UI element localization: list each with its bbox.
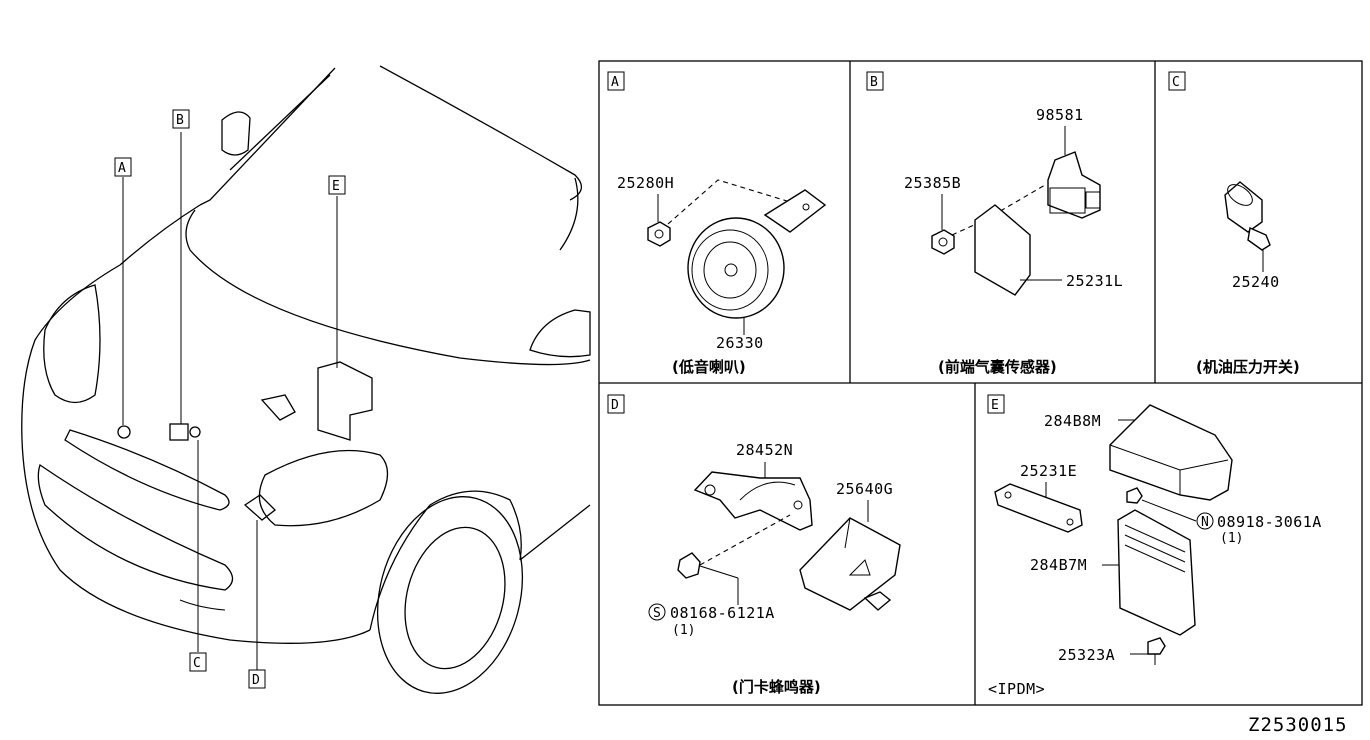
callout-b: B — [176, 113, 184, 128]
part-26330: 26330 — [716, 334, 764, 352]
switch-25240-shape — [1224, 181, 1263, 233]
mirror — [221, 111, 251, 156]
panel-c-letter: C — [1172, 75, 1180, 90]
front-wheel-outer — [376, 496, 524, 694]
nut-qty: (1) — [1220, 531, 1243, 546]
body-front-outline — [21, 264, 371, 644]
bolt-qty: (1) — [672, 623, 695, 638]
bracket-in-car — [260, 394, 296, 421]
ipdm-284b7m-shape — [1117, 509, 1196, 636]
sensor-98581-shape — [1047, 151, 1101, 219]
panel-b: B 98581 25385B 25231L (前端气囊传感器) — [866, 71, 1123, 376]
panel-grid — [598, 60, 1363, 706]
symbol-s: S — [653, 606, 661, 621]
panel-a-letter: A — [611, 75, 619, 90]
panel-b-caption: (前端气囊传感器) — [938, 358, 1057, 376]
part-25280h: 25280H — [617, 174, 674, 192]
panel-e: E 284B8M 25231E N 08918-3061A (1) 284B7M… — [987, 394, 1322, 698]
front-wheel-inner — [404, 526, 506, 670]
right-headlight — [258, 449, 389, 527]
panel-a-caption: (低音喇叭) — [672, 358, 746, 376]
wheel-arch — [369, 490, 522, 631]
bracket-25231l-shape — [974, 204, 1031, 296]
nut-25280h-shape — [647, 221, 671, 247]
part-25385b: 25385B — [904, 174, 961, 192]
bracket-28452n-shape — [693, 471, 813, 531]
horn-in-car — [117, 425, 131, 439]
ipdm-in-car — [317, 361, 373, 441]
panel-c: C 25240 (机油压力开关) — [1168, 71, 1300, 376]
part-25231l: 25231L — [1066, 272, 1123, 290]
bolt-08168-shape — [677, 552, 701, 579]
callout-e: E — [332, 179, 340, 194]
part-25323a: 25323A — [1058, 646, 1115, 664]
part-25640g: 25640G — [836, 480, 893, 498]
roof-line — [379, 65, 582, 201]
hood-rear-edge — [185, 209, 591, 366]
panel-d-letter: D — [611, 398, 619, 413]
fog-line — [179, 599, 226, 611]
a-pillar-inner — [229, 74, 331, 171]
panel-e-caption: <IPDM> — [988, 680, 1045, 698]
panel-a: A 25280H 26330 (低音喇叭) — [607, 71, 827, 376]
side-window — [529, 309, 591, 358]
horn-bracket-shape — [763, 189, 827, 233]
part-98581: 98581 — [1036, 106, 1084, 124]
panel-e-letter: E — [991, 398, 999, 413]
windshield-right — [559, 177, 579, 251]
upper-grille — [64, 429, 230, 511]
panel-c-caption: (机油压力开关) — [1196, 358, 1300, 376]
left-headlight — [43, 284, 101, 404]
callout-a: A — [118, 161, 126, 176]
part-08168-6121a: 08168-6121A — [670, 604, 775, 622]
figure-id: Z2530015 — [1248, 714, 1348, 736]
symbol-n-circle — [1196, 512, 1214, 530]
panel-b-letter: B — [870, 75, 878, 90]
panel-d-caption: (门卡蜂鸣器) — [732, 678, 821, 696]
symbol-s-circle — [648, 603, 666, 621]
buzzer-in-car — [243, 494, 276, 521]
side-sill — [519, 504, 591, 561]
part-284b8m: 284B8M — [1044, 412, 1101, 430]
part-284b7m: 284B7M — [1030, 556, 1087, 574]
horn-26330-shape — [687, 217, 785, 319]
panel-d: D 28452N S 08168-6121A (1) 25640G (门卡蜂鸣器… — [607, 394, 901, 696]
callout-c: C — [193, 656, 201, 671]
bolt-25323a-shape — [1147, 637, 1166, 655]
sensor-in-car — [169, 423, 189, 441]
bracket-25231e-shape — [994, 483, 1083, 533]
part-25231e: 25231E — [1020, 462, 1077, 480]
symbol-n: N — [1201, 515, 1209, 530]
a-pillar-line — [199, 67, 336, 206]
part-25240: 25240 — [1232, 273, 1280, 291]
switch-in-car — [189, 426, 201, 438]
callout-d: D — [252, 673, 260, 688]
lower-grille — [37, 463, 234, 591]
hood-front-edge — [119, 204, 201, 266]
nut-08918-shape — [1126, 487, 1143, 504]
part-08918-3061a: 08918-3061A — [1217, 513, 1322, 531]
car-overview: A B C D E — [21, 65, 591, 694]
part-28452n: 28452N — [736, 441, 793, 459]
nut-25385b-shape — [931, 229, 955, 255]
cover-284b8m-shape — [1109, 404, 1233, 501]
